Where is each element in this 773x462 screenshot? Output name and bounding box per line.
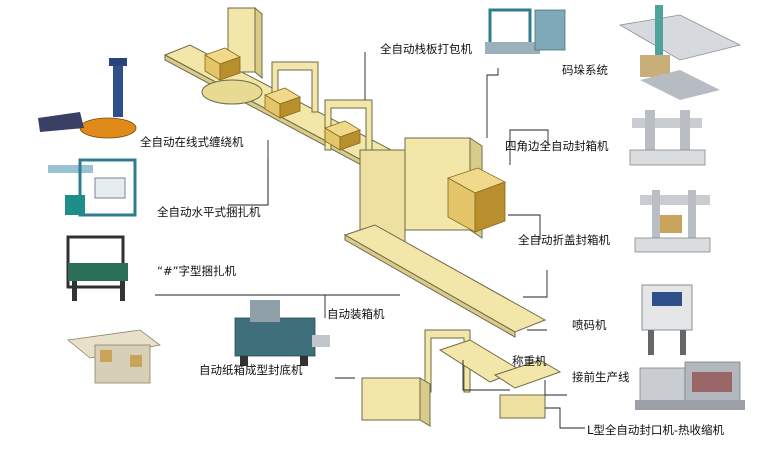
flap-fold-sealer-thumbnail: [634, 190, 711, 253]
hash-strapping-thumbnail: [66, 235, 128, 301]
four-corner-sealer-thumbnail: [629, 110, 706, 166]
label-inline-wrapping: 全自动在线式缠绕机: [140, 135, 244, 149]
inkjet-thumbnail: [641, 284, 693, 355]
inline-wrapper-thumbnail: [38, 58, 137, 139]
label-case-packing: 自动装箱机: [327, 307, 385, 321]
label-weighing: 称重机: [512, 354, 547, 368]
label-horizontal-strapping: 全自动水平式捆扎机: [157, 205, 261, 219]
pallet-strapping-thumbnail: [485, 8, 566, 54]
label-palletizing: 码垛系统: [562, 63, 608, 77]
label-upstream-line: 接前生产线: [572, 370, 630, 384]
label-inkjet: 喷码机: [572, 318, 607, 332]
label-flap-fold-sealer: 全自动折盖封箱机: [518, 233, 610, 247]
leader-lines: [155, 52, 585, 429]
label-l-sealer-shrink: L型全自动封口机-热收缩机: [587, 423, 725, 437]
label-carton-erector: 自动纸箱成型封底机: [199, 363, 303, 377]
cartons: [204, 47, 506, 233]
carton-forming-thumbnail: [234, 300, 330, 366]
label-hash-strapping: “#”字型捆扎机: [157, 264, 237, 278]
carton-erector-thumbnail: [67, 329, 161, 384]
label-four-corner-sealer: 四角边全自动封箱机: [505, 139, 609, 153]
label-pallet-strapping: 全自动栈板打包机: [380, 42, 472, 56]
palletizing-thumbnail: [618, 5, 742, 100]
horizontal-strapping-thumbnail: [48, 158, 137, 217]
l-sealer-shrink-thumbnail: [635, 361, 745, 410]
